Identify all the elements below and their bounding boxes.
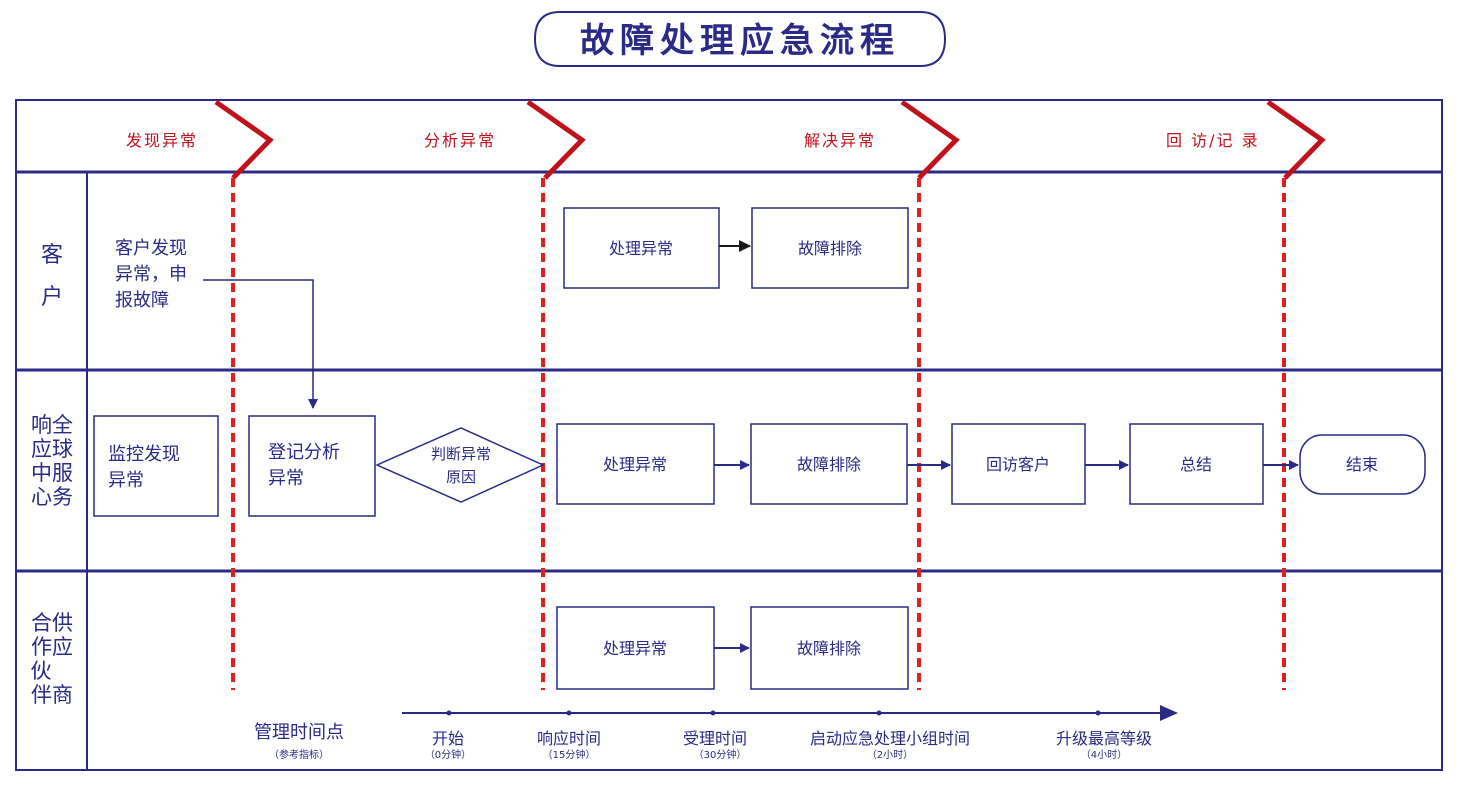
timeline-point-note: （0分钟） (425, 748, 471, 761)
svg-text:报故障: 报故障 (115, 290, 169, 311)
title-box: 故障处理应急流程 (533, 11, 947, 67)
timeline-point-name: 响应时间 (537, 729, 601, 748)
timeline-tick (1095, 710, 1101, 716)
phase-discover: 发现异常 (126, 131, 198, 150)
page-title: 故障处理应急流程 (580, 21, 900, 61)
svg-text:回访客户: 回访客户 (986, 455, 1050, 474)
timeline-point-note: （2小时） (867, 749, 913, 761)
timeline-point-note: （15分钟） (543, 748, 596, 761)
chevron-icon (214, 99, 274, 180)
phase-labels: 发现异常 分析异常 解决异常 回 访/记 录 (126, 131, 1260, 150)
timeline-label: 管理时间点 （参考指标） (254, 722, 344, 761)
svg-text:伙: 伙 (31, 659, 52, 683)
svg-text:异常: 异常 (108, 470, 144, 491)
phase-analyze: 分析异常 (424, 131, 496, 150)
svg-text:登记分析: 登记分析 (268, 442, 340, 463)
customer-fix-box: 故障排除 (751, 207, 909, 289)
svg-text:管理时间点: 管理时间点 (254, 722, 344, 743)
chevron-icon (900, 99, 960, 180)
svg-text:合供: 合供 (31, 611, 73, 635)
lane-label-customer: 客 户 (41, 243, 63, 310)
customer-handle-box: 处理异常 (563, 207, 720, 289)
service-handle-box: 处理异常 (556, 423, 715, 505)
chevron-icon (1266, 99, 1326, 180)
swimlane-frame (15, 99, 1443, 771)
svg-text:异常，申: 异常，申 (115, 264, 187, 285)
svg-text:客: 客 (41, 243, 63, 268)
judge-diamond: 判断异常 原因 (375, 427, 545, 503)
timeline-ticks (446, 710, 1101, 716)
register-box: 登记分析 异常 (248, 415, 376, 517)
svg-text:伴商: 伴商 (31, 683, 73, 707)
end-terminal: 结束 (1299, 434, 1426, 495)
lane-label-service: 响全 应球 中服 心务 (31, 413, 73, 509)
customer-report-text: 客户发现 异常，申 报故障 (115, 238, 187, 311)
timeline-tick (446, 710, 452, 716)
svg-text:处理异常: 处理异常 (603, 455, 667, 474)
svg-text:心务: 心务 (31, 485, 73, 509)
service-fix-box: 故障排除 (750, 423, 908, 505)
svg-text:判断异常: 判断异常 (431, 445, 491, 463)
phase-chevrons (214, 99, 1326, 180)
partner-handle-box: 处理异常 (556, 606, 715, 690)
chevron-icon (526, 99, 586, 180)
svg-text:（参考指标）: （参考指标） (269, 748, 329, 761)
timeline-arrowhead (1160, 705, 1178, 721)
svg-text:客户发现: 客户发现 (115, 238, 187, 259)
svg-text:处理异常: 处理异常 (609, 239, 673, 258)
timeline-point-note: （4小时） (1081, 749, 1127, 761)
svg-text:异常: 异常 (268, 468, 304, 489)
svg-text:响全: 响全 (31, 413, 73, 437)
svg-text:应球: 应球 (31, 437, 73, 461)
revisit-box: 回访客户 (951, 423, 1086, 505)
summary-box: 总结 (1129, 423, 1264, 505)
svg-text:原因: 原因 (446, 468, 476, 486)
timeline-tick (710, 710, 716, 716)
phase-resolve: 解决异常 (804, 131, 876, 150)
timeline-point-name: 启动应急处理小组时间 (810, 729, 970, 748)
svg-text:处理异常: 处理异常 (603, 639, 667, 658)
timeline-point-name: 受理时间 (683, 729, 747, 748)
svg-text:监控发现: 监控发现 (108, 444, 180, 465)
svg-text:故障排除: 故障排除 (798, 239, 862, 258)
svg-text:故障排除: 故障排除 (797, 455, 861, 474)
svg-text:结束: 结束 (1346, 455, 1378, 474)
phase-record: 回 访/记 录 (1166, 131, 1260, 150)
report-connector (203, 279, 318, 409)
svg-text:中服: 中服 (31, 461, 73, 485)
svg-text:总结: 总结 (1180, 455, 1212, 474)
monitor-box: 监控发现 异常 (93, 415, 219, 517)
timeline-tick (566, 710, 572, 716)
phase-dividers (231, 178, 1286, 690)
timeline-point-name: 开始 (432, 729, 464, 748)
svg-text:作应: 作应 (31, 635, 73, 659)
timeline-point-note: （30分钟） (694, 748, 747, 761)
timeline-points: 开始 （0分钟） 响应时间 （15分钟） 受理时间 （30分钟） 启动应急处理小… (425, 729, 1152, 761)
partner-fix-box: 故障排除 (750, 606, 909, 690)
lane-label-partner: 合供 作应 伙 伴商 (31, 611, 74, 707)
svg-text:故障排除: 故障排除 (797, 639, 861, 658)
timeline-point-name: 升级最高等级 (1056, 729, 1152, 748)
svg-text:户: 户 (41, 285, 63, 310)
timeline-tick (876, 710, 882, 716)
